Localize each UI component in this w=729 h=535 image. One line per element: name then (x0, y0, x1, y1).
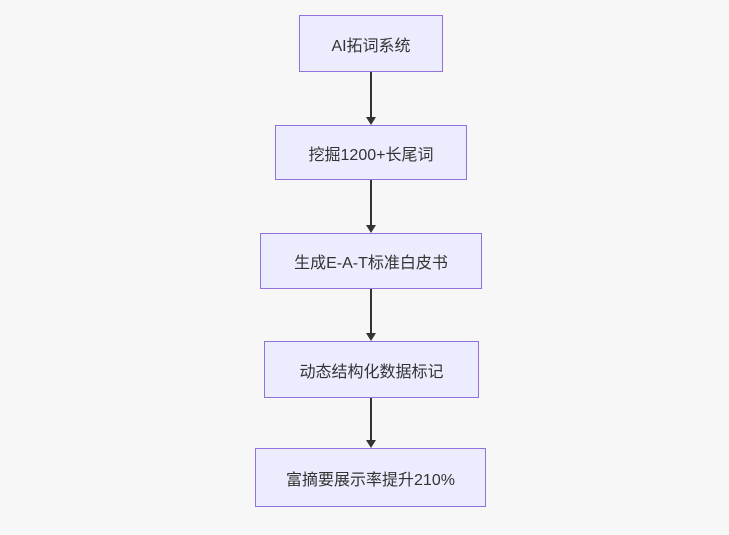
flow-node-dynamic-structured-data-markup: 动态结构化数据标记 (264, 341, 479, 398)
flow-node-rich-snippet-rate-increase: 富摘要展示率提升210% (255, 448, 486, 507)
arrowhead-icon (366, 333, 376, 341)
flow-node-generate-eat-whitepaper: 生成E-A-T标准白皮书 (260, 233, 482, 289)
arrow-line (370, 180, 372, 225)
arrowhead-icon (366, 117, 376, 125)
arrow-down-2 (366, 180, 376, 233)
arrowhead-icon (366, 225, 376, 233)
arrow-line (370, 398, 372, 440)
arrow-line (370, 289, 372, 333)
flow-node-ai-word-expansion-system: AI拓词系统 (299, 15, 443, 72)
flow-node-mine-longtail-keywords: 挖掘1200+长尾词 (275, 125, 467, 180)
arrow-down-3 (366, 289, 376, 341)
arrow-line (370, 72, 372, 117)
arrow-down-4 (366, 398, 376, 448)
arrowhead-icon (366, 440, 376, 448)
arrow-down-1 (366, 72, 376, 125)
